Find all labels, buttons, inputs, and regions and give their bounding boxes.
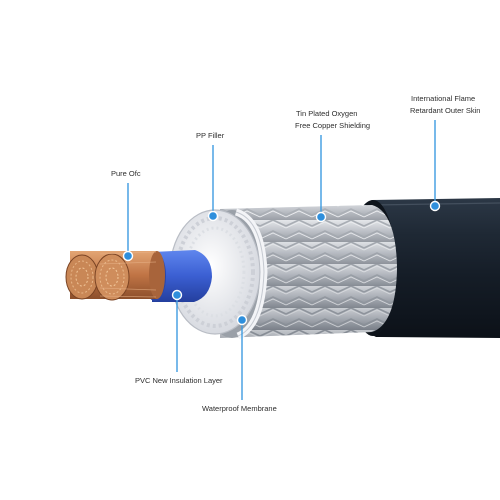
label-outer-skin-line2: Retardant Outer Skin bbox=[410, 106, 481, 115]
marker-dot-pvc-insulation bbox=[171, 289, 183, 301]
leader-lines bbox=[127, 120, 436, 400]
marker-dot-waterproof-membrane bbox=[236, 314, 248, 326]
marker-dots bbox=[122, 200, 441, 326]
label-outer-skin-line1: International Flame bbox=[411, 94, 476, 103]
label-pvc-insulation: PVC New Insulation Layer bbox=[135, 376, 223, 385]
label-waterproof-membrane: Waterproof Membrane bbox=[202, 404, 277, 413]
label-pp-filler: PP Filler bbox=[196, 131, 225, 140]
marker-dot-outer-skin bbox=[429, 200, 441, 212]
label-pure-ofc: Pure Ofc bbox=[111, 169, 141, 178]
waterproof-membrane bbox=[234, 208, 268, 340]
marker-dot-pp-filler bbox=[207, 210, 219, 222]
label-shielding-line2: Free Copper Shielding bbox=[295, 121, 371, 130]
copper-conductors bbox=[65, 251, 165, 301]
marker-dot-shielding bbox=[315, 211, 327, 223]
marker-dot-pure-ofc bbox=[122, 250, 134, 262]
label-shielding-line1: Tin Plated Oxygen bbox=[296, 109, 358, 118]
